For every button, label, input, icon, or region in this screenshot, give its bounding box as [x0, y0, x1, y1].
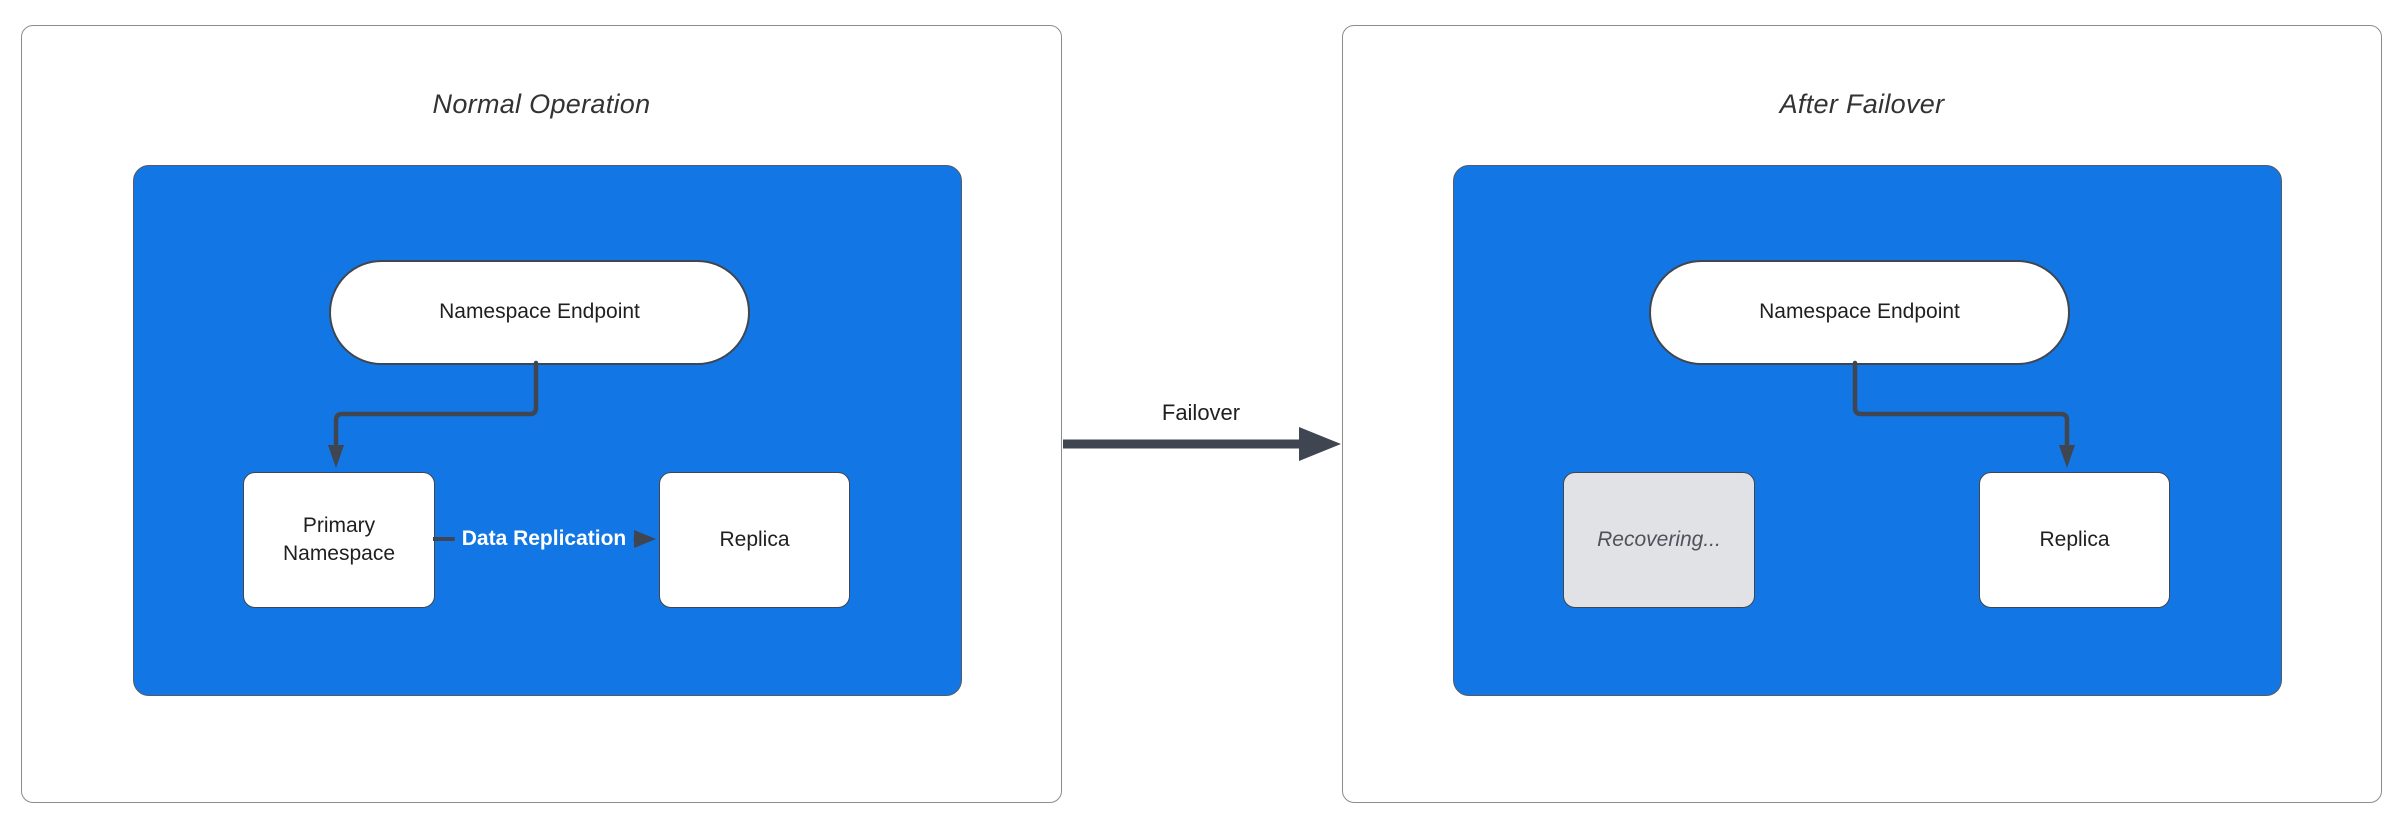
panel-title-normal-operation: Normal Operation: [432, 89, 651, 119]
node-recovering: Recovering...: [1563, 472, 1755, 608]
edge-label-data-replication: Data Replication: [454, 525, 634, 553]
node-namespace-endpoint-failover-label: Namespace Endpoint: [1759, 300, 1960, 324]
namespace-container-normal: Namespace Endpoint Primary Namespace Rep…: [133, 165, 962, 696]
node-primary-namespace-label: Primary Namespace: [282, 513, 396, 565]
namespace-container-failover: Namespace Endpoint Recovering... Replica: [1453, 165, 2282, 696]
panel-after-failover: After Failover Namespace Endpoint Recove…: [1342, 25, 2382, 803]
node-namespace-endpoint-failover: Namespace Endpoint: [1649, 260, 2070, 365]
node-recovering-label: Recovering...: [1597, 527, 1721, 551]
node-replica-normal: Replica: [659, 472, 850, 608]
node-namespace-endpoint: Namespace Endpoint: [329, 260, 750, 365]
failover-label: Failover: [1161, 400, 1241, 425]
panel-title-after-failover: After Failover: [1779, 89, 1945, 119]
panel-normal-operation: Normal Operation Namespace Endpoint Prim…: [21, 25, 1062, 803]
node-primary-namespace: Primary Namespace: [243, 472, 435, 608]
node-replica-normal-label: Replica: [719, 527, 790, 551]
node-namespace-endpoint-label: Namespace Endpoint: [439, 300, 640, 324]
failover-arrowhead-icon: [1299, 427, 1341, 461]
node-replica-failover-label: Replica: [2039, 527, 2110, 551]
node-replica-failover: Replica: [1979, 472, 2170, 608]
